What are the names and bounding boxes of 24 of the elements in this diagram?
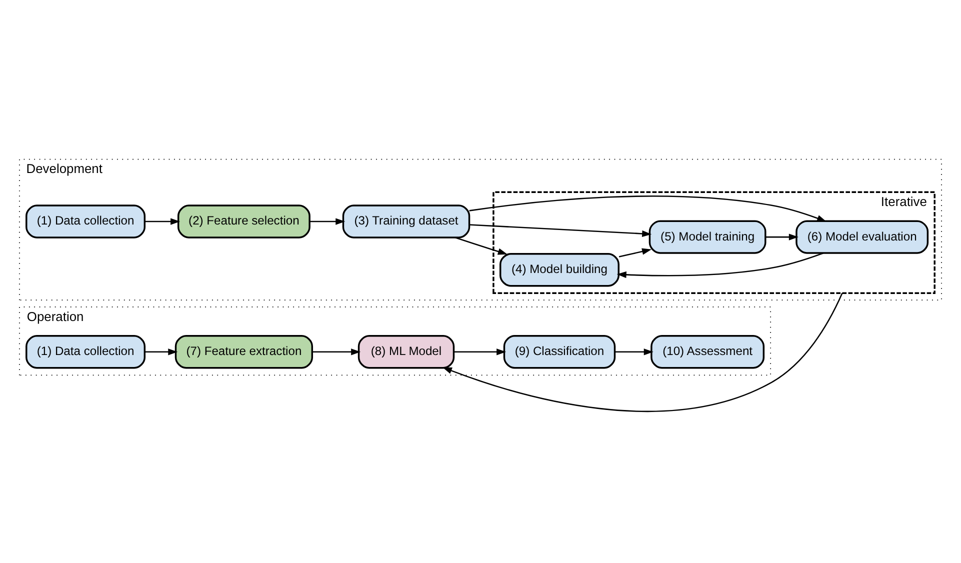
arrow [614, 348, 654, 355]
arrow [144, 218, 180, 224]
node-box: (2) Feature selection [177, 204, 310, 238]
arrow [616, 252, 824, 278]
node-box: (1) Data collection [26, 204, 146, 238]
arrow [766, 233, 798, 240]
node-box: (8) ML Model [358, 334, 455, 368]
arrow [470, 224, 652, 237]
arrow [618, 248, 652, 257]
node-box: (1) Data collection [26, 334, 146, 368]
arrow [469, 195, 827, 222]
arrow [454, 236, 508, 254]
arrow [312, 348, 361, 355]
arrow [144, 348, 178, 355]
node-box: (7) Feature extraction [174, 334, 314, 368]
node-box: (6) Model evaluation [796, 220, 929, 254]
arrow [454, 348, 506, 355]
node-box: (10) Assessment [650, 334, 765, 368]
node-box: (3) Training dataset [342, 204, 470, 238]
node-box: (9) Classification [503, 334, 616, 368]
arrow [310, 218, 346, 224]
node-box: (5) Model training [648, 220, 766, 254]
node-box: (4) Model building [500, 252, 620, 286]
arrow [442, 292, 843, 412]
